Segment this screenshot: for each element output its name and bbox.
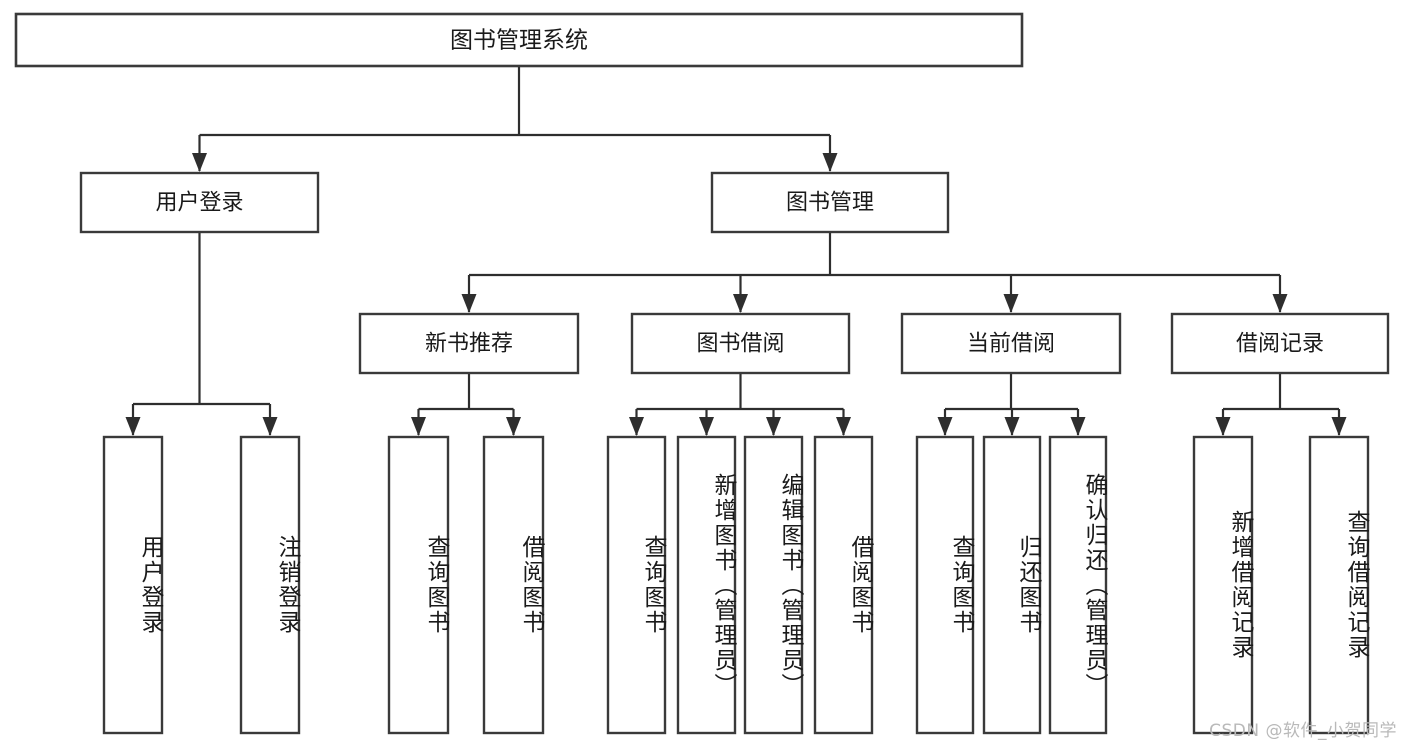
arrow-head-icon: [1215, 417, 1231, 436]
node-level2-label-1: 图书管理: [786, 191, 874, 216]
node-leaf-12[interactable]: [1308, 435, 1370, 735]
arrow-head-icon: [125, 417, 141, 436]
node-level2-label-0: 用户登录: [155, 191, 243, 216]
node-leaf-8[interactable]: [915, 435, 975, 735]
arrow-head-icon: [1331, 417, 1347, 436]
node-leaf-6[interactable]: [743, 435, 804, 735]
node-level3-3[interactable]: [1170, 312, 1390, 375]
connector-lines: [125, 66, 1347, 436]
node-level3-label-3: 借阅记录: [1236, 332, 1324, 357]
arrow-head-icon: [506, 417, 521, 436]
arrow-head-icon: [262, 417, 278, 436]
node-level3-0[interactable]: [358, 312, 580, 375]
watermark-text: CSDN @软件_小贺同学: [1209, 721, 1397, 741]
node-leaf-11[interactable]: [1192, 435, 1254, 735]
node-leaf-5[interactable]: [676, 435, 737, 735]
node-leaf-10[interactable]: [1048, 435, 1108, 735]
node-level3-label-1: 图书借阅: [696, 332, 784, 357]
arrow-head-icon: [1070, 417, 1086, 436]
arrow-head-icon: [733, 294, 748, 313]
node-level3-1[interactable]: [630, 312, 851, 375]
arrow-head-icon: [1003, 294, 1019, 313]
arrow-head-icon: [937, 417, 953, 436]
arrow-head-icon: [836, 417, 851, 436]
node-level2-1[interactable]: [710, 171, 950, 234]
arrow-head-icon: [629, 417, 644, 436]
node-level3-label-0: 新书推荐: [425, 332, 513, 357]
node-leaf-3[interactable]: [482, 435, 545, 735]
node-leaf-9[interactable]: [982, 435, 1042, 735]
node-leaf-7[interactable]: [813, 435, 874, 735]
node-root-label: 图书管理系统: [450, 28, 588, 54]
node-leaf-1[interactable]: [239, 435, 301, 735]
arrow-head-icon: [461, 294, 477, 313]
arrow-head-icon: [766, 417, 781, 436]
arrow-head-icon: [1272, 294, 1288, 313]
node-leaf-4[interactable]: [606, 435, 667, 735]
node-leaf-0[interactable]: [102, 435, 164, 735]
node-level2-0[interactable]: [79, 171, 320, 234]
arrow-head-icon: [192, 153, 207, 172]
node-root[interactable]: [14, 12, 1024, 68]
node-boxes: [14, 12, 1390, 735]
arrow-head-icon: [411, 417, 426, 436]
arrow-head-icon: [822, 153, 838, 172]
node-level3-2[interactable]: [900, 312, 1122, 375]
arrow-head-icon: [1004, 417, 1020, 436]
node-level3-label-2: 当前借阅: [967, 332, 1055, 357]
node-leaf-2[interactable]: [387, 435, 450, 735]
arrow-head-icon: [699, 417, 714, 436]
